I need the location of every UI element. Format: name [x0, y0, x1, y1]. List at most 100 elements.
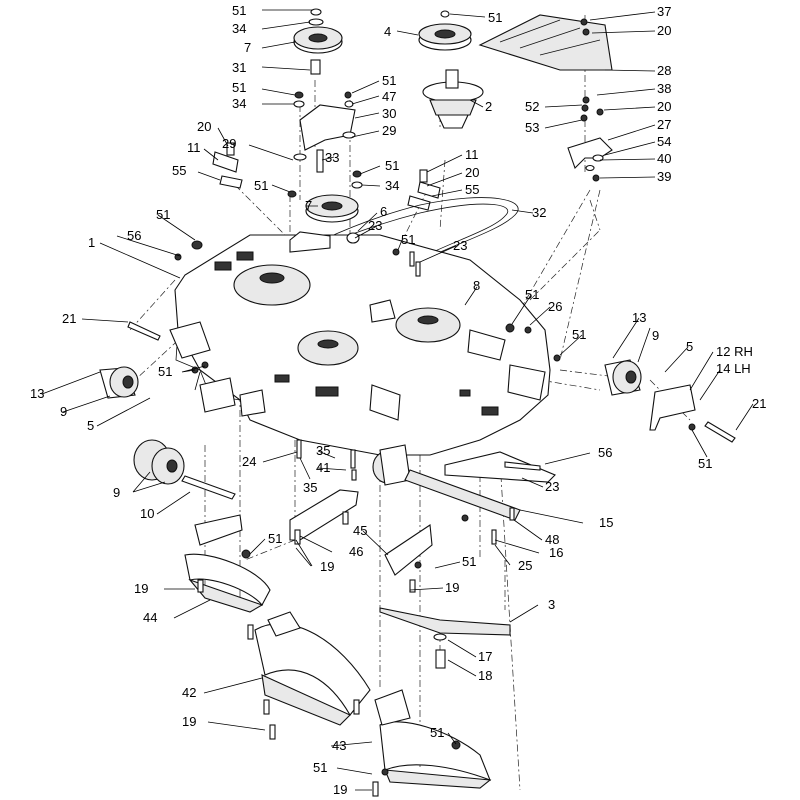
part-label-17: 17	[478, 649, 492, 664]
part-label-31: 31	[232, 60, 246, 75]
part-label-35: 35	[316, 443, 330, 458]
part-label-20: 20	[657, 23, 671, 38]
part-label-8: 8	[473, 278, 480, 293]
part-number-labels: 51 34 7 31 51 34 20 11 55 29 51 47 30 29…	[30, 3, 766, 797]
part-label-40: 40	[657, 151, 671, 166]
part-label-20: 20	[657, 99, 671, 114]
part-label-5: 5	[87, 418, 94, 433]
part-label-23: 23	[368, 218, 382, 233]
part-label-51: 51	[385, 158, 399, 173]
front-baffle-rod	[404, 451, 556, 521]
deck-side-mounts	[169, 321, 266, 417]
part-label-23: 23	[545, 479, 559, 494]
anti-scalp-wheel-left-rear	[133, 439, 185, 485]
baffle-center	[254, 611, 371, 726]
baffle-left	[184, 553, 271, 613]
leader-lines	[41, 9, 754, 791]
part-label-13: 13	[632, 310, 646, 325]
part-label-42: 42	[182, 685, 196, 700]
part-label-51: 51	[572, 327, 586, 342]
spindle-assembly	[422, 69, 484, 129]
part-label-7: 7	[305, 198, 312, 213]
part-label-46: 46	[349, 544, 363, 559]
part-label-52: 52	[525, 99, 539, 114]
part-label-51: 51	[698, 456, 712, 471]
part-label-51: 51	[525, 287, 539, 302]
part-label-13: 13	[30, 386, 44, 401]
part-label-4: 4	[384, 24, 391, 39]
part-label-55: 55	[172, 163, 186, 178]
part-label-55: 55	[465, 182, 479, 197]
deck-cover-shield	[478, 14, 613, 71]
part-label-51: 51	[232, 3, 246, 18]
part-label-16: 16	[549, 545, 563, 560]
part-label-43: 43	[332, 738, 346, 753]
drive-pulley-upper	[418, 10, 472, 51]
part-label-3: 3	[548, 597, 555, 612]
part-label-28: 28	[657, 63, 671, 78]
part-label-45: 45	[353, 523, 367, 538]
part-label-2: 2	[485, 99, 492, 114]
part-label-44: 44	[143, 610, 157, 625]
part-label-37: 37	[657, 4, 671, 19]
part-label-5: 5	[686, 339, 693, 354]
part-label-30: 30	[382, 106, 396, 121]
cover-latch-hardware	[567, 137, 613, 172]
part-label-33: 33	[325, 150, 339, 165]
part-label-19: 19	[134, 581, 148, 596]
part-label-18: 18	[478, 668, 492, 683]
part-label-51: 51	[156, 207, 170, 222]
part-label-51: 51	[382, 73, 396, 88]
part-label-19: 19	[445, 580, 459, 595]
anti-scalp-wheel-left-front	[99, 366, 139, 399]
part-label-32: 32	[532, 205, 546, 220]
part-label-51: 51	[254, 178, 268, 193]
part-label-56: 56	[127, 228, 141, 243]
side-brackets	[212, 151, 441, 211]
anti-scalp-wheel-right-rear	[372, 444, 411, 486]
part-label-20: 20	[197, 119, 211, 134]
part-label-47: 47	[382, 89, 396, 104]
part-label-26: 26	[548, 299, 562, 314]
part-label-19: 19	[182, 714, 196, 729]
part-label-19: 19	[320, 559, 334, 574]
baffle-right	[374, 689, 492, 789]
mower-blade	[379, 607, 511, 669]
part-label-9: 9	[113, 485, 120, 500]
part-label-34: 34	[232, 96, 246, 111]
part-label-35: 35	[303, 480, 317, 495]
part-label-53: 53	[525, 120, 539, 135]
part-label-51: 51	[401, 232, 415, 247]
part-label-48: 48	[545, 532, 559, 547]
part-label-51: 51	[430, 725, 444, 740]
left-idler-pulley-upper	[293, 8, 343, 75]
part-label-9: 9	[652, 328, 659, 343]
part-label-51: 51	[268, 531, 282, 546]
part-label-24: 24	[242, 454, 256, 469]
part-label-23: 23	[453, 238, 467, 253]
part-label-10: 10	[140, 506, 154, 521]
part-label-1: 1	[88, 235, 95, 250]
part-label-34: 34	[232, 21, 246, 36]
left-idler-pulley-middle	[305, 194, 359, 223]
part-label-51: 51	[488, 10, 502, 25]
part-label-11: 11	[187, 140, 201, 155]
part-label-34: 34	[385, 178, 399, 193]
anti-scalp-wheel-right-front	[604, 359, 696, 431]
part-label-51: 51	[313, 760, 327, 775]
part-label-11: 11	[465, 147, 479, 162]
part-label-51: 51	[462, 554, 476, 569]
part-label-38: 38	[657, 81, 671, 96]
part-label-25: 25	[518, 558, 532, 573]
part-label-29: 29	[382, 123, 396, 138]
part-label-27: 27	[657, 117, 671, 132]
part-label-41: 41	[316, 460, 330, 475]
part-label-54: 54	[657, 134, 671, 149]
part-label-51: 51	[232, 80, 246, 95]
part-label-15: 15	[599, 515, 613, 530]
idler-arm-bracket	[293, 104, 356, 173]
part-label-20: 20	[465, 165, 479, 180]
part-label-56: 56	[598, 445, 612, 460]
part-label-12-rh: 12 RH	[716, 344, 753, 359]
